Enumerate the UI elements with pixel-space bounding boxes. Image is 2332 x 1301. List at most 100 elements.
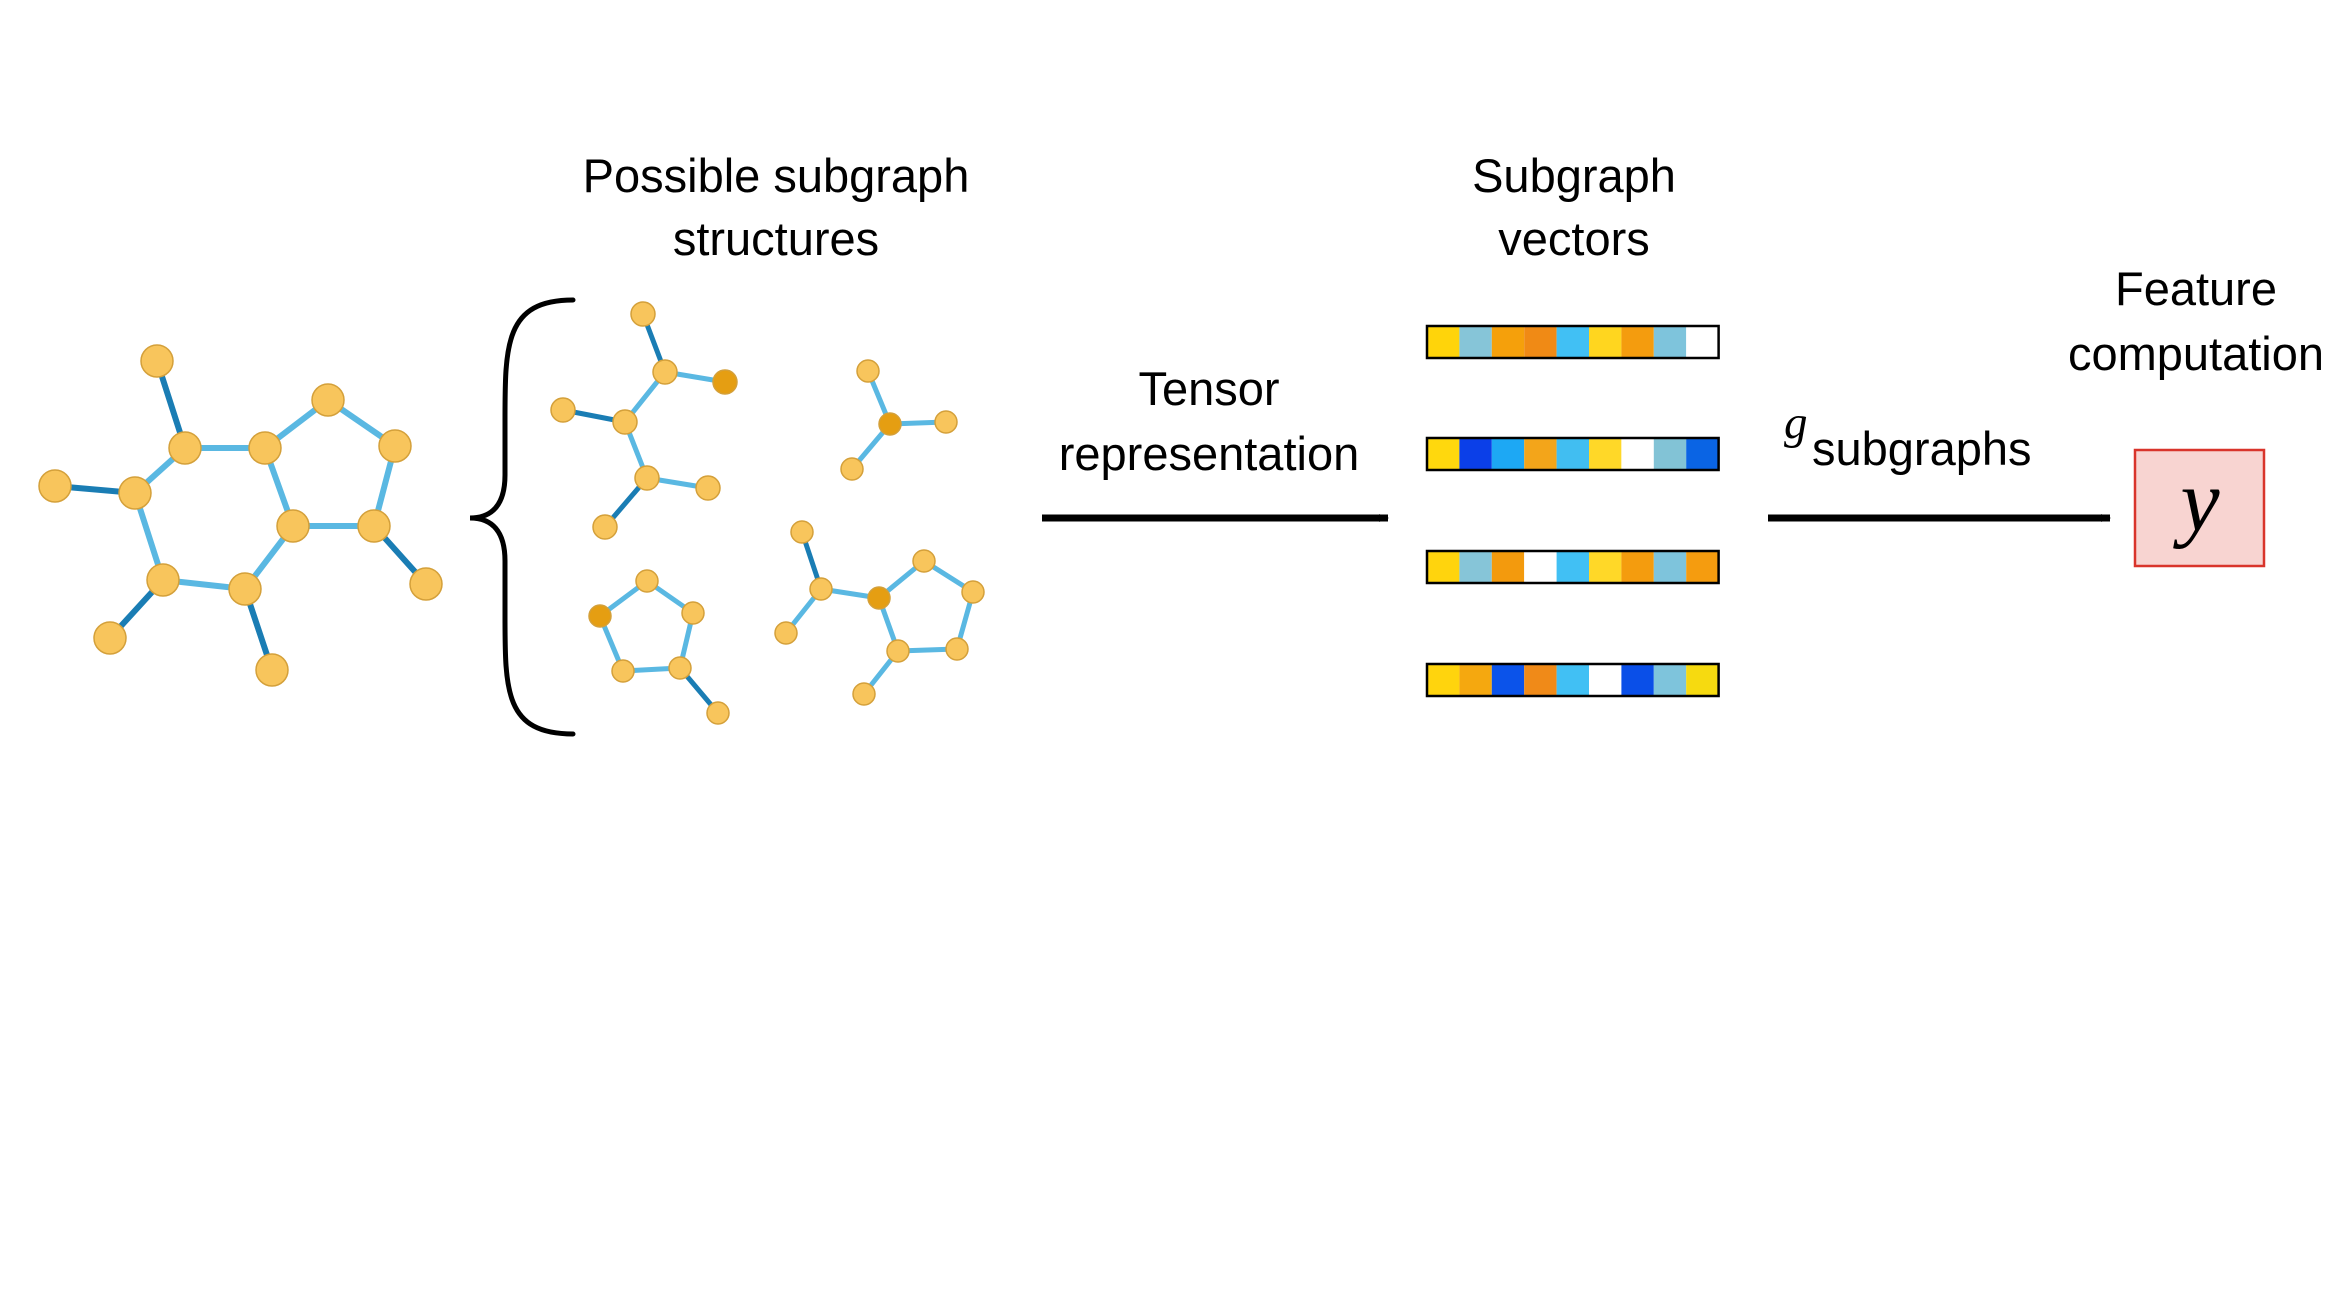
molecule-node [118,476,152,510]
output-symbol: y [2172,453,2220,550]
subgraph-vector [1425,662,1720,698]
fragment-star-node [878,412,902,436]
g-symbol: g [1784,397,1808,449]
vector-cell [1556,438,1589,470]
fragment-fused-node [809,577,833,601]
tensor-label-line1: Tensor [1138,362,1279,415]
vector-border [1425,324,1720,360]
fragment-ring-node [681,601,705,625]
tensor-label-line2: representation [1059,427,1359,480]
subgraph-structures-label-line2: structures [673,212,879,265]
vector-cell [1491,326,1525,358]
molecule-node [378,429,412,463]
fragment-fused-node [774,621,798,645]
vector-cell [1589,326,1622,358]
g-subscript: subgraphs [1812,422,2032,475]
subgraph-vector [1425,436,1720,472]
vector-cell [1427,664,1460,696]
subgraph-vector [1425,549,1720,585]
vector-cell [1556,326,1589,358]
subgraph-vectors-label-line1: Subgraph [1472,149,1676,202]
vector-cell [1427,438,1460,470]
feature-label-line1: Feature [2115,262,2277,315]
vector-cell [1621,551,1654,583]
fragment-star-node [934,410,958,434]
fragment-tree-node [592,514,618,540]
vector-cell [1686,326,1719,358]
vector-cell [1491,664,1525,696]
fragment-fused-node [852,682,876,706]
fragment-tree-node [712,369,738,395]
molecule-node [168,431,202,465]
fragment-fused-node [790,520,814,544]
fragment-fused-node [945,637,969,661]
fragment-star-node [840,457,864,481]
vector-cell [1459,326,1492,358]
subgraph-structures [550,301,985,725]
subgraph-structures-label-line1: Possible subgraph [583,149,970,202]
vector-cell [1589,551,1622,583]
vector-cell [1427,551,1460,583]
vector-cell [1589,438,1622,470]
vector-cell [1621,438,1654,470]
molecule-node [140,344,174,378]
fragment-ring-node [635,569,659,593]
vector-cell [1491,551,1525,583]
vector-cell [1653,551,1687,583]
molecule-node [311,383,345,417]
vector-cell [1686,664,1719,696]
feature-label-line2: computation [2068,327,2324,380]
vector-cell [1524,326,1557,358]
fragment-fused-node [961,580,985,604]
molecule-node [409,567,443,601]
vector-cell [1459,664,1492,696]
fragment-ring-node [706,701,730,725]
fragment-ring-node [588,604,612,628]
molecule-node [38,469,72,503]
fragment-ring-node [668,656,692,680]
vector-cell [1686,551,1719,583]
fragment-tree-node [695,475,721,501]
fragment-fused-node [867,586,891,610]
fragment-star-node [856,359,880,383]
molecule-node [357,509,391,543]
fragment-tree-node [630,301,656,327]
output-box [2133,448,2266,568]
fragment-tree-node [612,409,638,435]
vector-cell [1459,438,1492,470]
vector-cell [1621,664,1654,696]
vector-cell [1589,664,1622,696]
vector-cell [1556,551,1589,583]
vector-cell [1653,326,1687,358]
vector-cell [1459,551,1492,583]
fragment-tree-node [550,397,576,423]
molecule-node [228,572,262,606]
curly-brace [469,297,576,737]
subgraph-vectors-label-line2: vectors [1498,212,1650,265]
input-molecule-graph [38,344,443,687]
subgraph-vectors [1425,324,1720,698]
vector-cell [1653,438,1687,470]
fragment-fused-node [886,639,910,663]
vector-cell [1686,438,1719,470]
fragment-tree-node [634,465,660,491]
molecule-node [93,621,127,655]
fragment-fused-node [912,549,936,573]
fragment-ring-node [611,659,635,683]
molecule-node [146,563,180,597]
fragment-tree-node [652,359,678,385]
subgraph-vector [1425,324,1720,360]
vector-cell [1653,664,1687,696]
vector-border [1425,662,1720,698]
vector-cell [1524,438,1557,470]
molecule-node [255,653,289,687]
vector-cell [1621,326,1654,358]
vector-cell [1427,326,1460,358]
vector-border [1425,549,1720,585]
molecule-node [276,509,310,543]
molecule-node [248,431,282,465]
vector-border [1425,436,1720,472]
vector-cell [1524,551,1557,583]
vector-cell [1556,664,1589,696]
